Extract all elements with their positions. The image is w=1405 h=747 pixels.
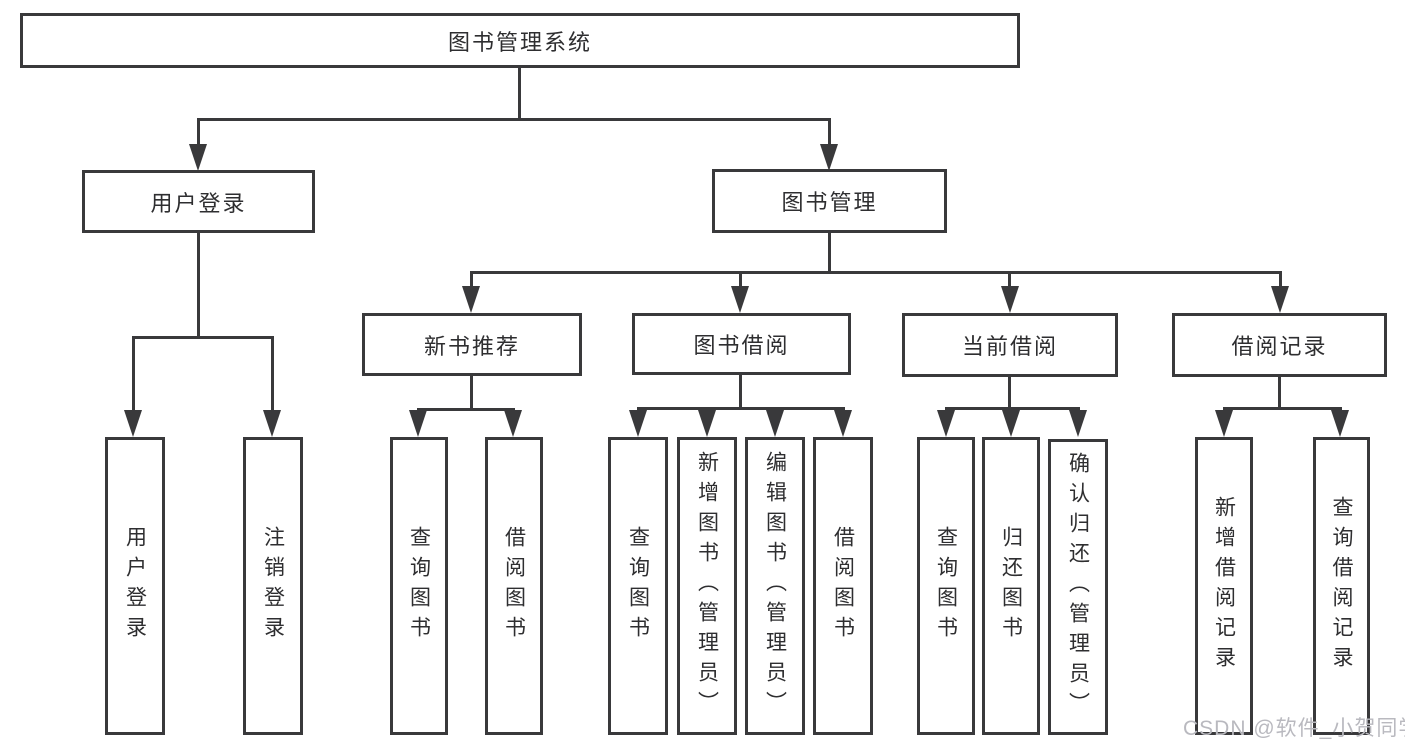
leaf-logout: 注销登录	[243, 437, 303, 735]
connector-arrowhead	[189, 144, 207, 171]
connector-line-vertical	[197, 233, 200, 336]
connector-arrowhead	[1331, 410, 1349, 437]
connector-line-vertical	[1278, 377, 1281, 408]
connector-arrowhead	[263, 410, 281, 437]
connector-line-horizontal	[470, 271, 1281, 274]
node-book-borrowing: 图书借阅	[632, 313, 851, 375]
connector-arrowhead	[409, 410, 427, 437]
leaf-user-login: 用户登录	[105, 437, 165, 735]
connector-line-horizontal	[637, 407, 845, 410]
node-user-login: 用户登录	[82, 170, 315, 233]
connector-line-vertical	[470, 271, 473, 288]
connector-arrowhead	[766, 410, 784, 437]
node-book-management: 图书管理	[712, 169, 947, 233]
leaf-borrow-books: 借阅图书	[485, 437, 543, 735]
node-borrowing-records: 借阅记录	[1172, 313, 1387, 377]
leaf-borrow-books: 借阅图书	[813, 437, 873, 735]
watermark: CSDN @软件_小贺同学	[1183, 717, 1405, 740]
connector-line-horizontal	[197, 118, 831, 121]
connector-arrowhead	[698, 410, 716, 437]
connector-line-vertical	[1279, 271, 1282, 288]
connector-line-vertical	[271, 336, 274, 414]
connector-arrowhead	[834, 410, 852, 437]
leaf-query-books: 查询图书	[608, 437, 668, 735]
connector-arrowhead	[937, 410, 955, 437]
connector-line-horizontal	[417, 408, 515, 411]
connector-arrowhead	[124, 410, 142, 437]
connector-arrowhead	[1215, 410, 1233, 437]
connector-line-horizontal	[132, 336, 274, 339]
connector-line-vertical	[470, 376, 473, 409]
connector-arrowhead	[1002, 410, 1020, 437]
connector-line-vertical	[1008, 377, 1011, 408]
connector-arrowhead	[1001, 286, 1019, 313]
leaf-add-books-admin: 新增图书（管理员）	[677, 437, 737, 735]
leaf-return-books: 归还图书	[982, 437, 1040, 735]
leaf-query-books: 查询图书	[917, 437, 975, 735]
node-library-management-system: 图书管理系统	[20, 13, 1020, 68]
connector-line-vertical	[828, 118, 831, 147]
connector-line-vertical	[1008, 271, 1011, 288]
leaf-query-books: 查询图书	[390, 437, 448, 735]
connector-arrowhead	[820, 144, 838, 171]
node-current-borrowing: 当前借阅	[902, 313, 1118, 377]
leaf-edit-books-admin: 编辑图书（管理员）	[745, 437, 805, 735]
connector-arrowhead	[1069, 410, 1087, 437]
connector-line-vertical	[518, 68, 521, 118]
connector-arrowhead	[629, 410, 647, 437]
connector-line-horizontal	[945, 407, 1080, 410]
connector-line-vertical	[739, 375, 742, 408]
connector-arrowhead	[504, 410, 522, 437]
connector-arrowhead	[731, 286, 749, 313]
connector-line-vertical	[197, 118, 200, 147]
connector-line-vertical	[132, 336, 135, 414]
connector-line-horizontal	[1223, 407, 1342, 410]
connector-line-vertical	[828, 233, 831, 273]
leaf-query-borrow-record: 查询借阅记录	[1313, 437, 1370, 735]
connector-line-vertical	[739, 271, 742, 288]
leaf-confirm-return-admin: 确认归还（管理员）	[1048, 439, 1108, 735]
node-new-book-recommendation: 新书推荐	[362, 313, 582, 376]
connector-arrowhead	[462, 286, 480, 313]
leaf-add-borrow-record: 新增借阅记录	[1195, 437, 1253, 735]
connector-arrowhead	[1271, 286, 1289, 313]
